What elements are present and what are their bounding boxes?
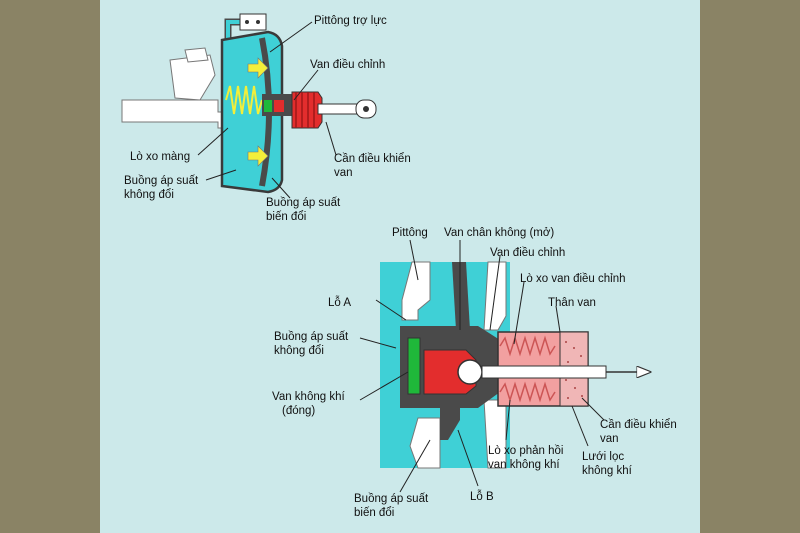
- bottom-label-var-chamber-1: Buồng áp suất: [354, 493, 429, 505]
- bottom-label-valve-rod-2: van: [600, 433, 619, 445]
- bottom-control-valve-spring: [499, 335, 556, 357]
- bottom-valve-diagram: Pittông Van chân không (mở) Van điều chỉ…: [272, 227, 677, 519]
- bottom-label-var-chamber-2: biến đổi: [354, 507, 394, 519]
- top-label-control-valve: Van điều chỉnh: [310, 59, 385, 71]
- top-master-cylinder: [121, 47, 239, 129]
- bottom-label-air-return-spring-2: van không khí: [488, 459, 560, 471]
- bottom-label-vacuum-valve: Van chân không (mở): [444, 227, 554, 239]
- top-diaphragm-spring: [225, 85, 263, 115]
- right-margin-bar: [700, 0, 800, 533]
- bottom-label-control-valve-spring: Lò xo van điều chỉnh: [520, 273, 626, 285]
- bottom-label-const-chamber-1: Buồng áp suất: [274, 331, 349, 343]
- left-margin-bar: [0, 0, 100, 533]
- bottom-air-valve-seal: [407, 337, 421, 395]
- bottom-label-valve-rod-1: Cần điều khiển: [600, 419, 677, 431]
- bottom-air-return-spring: [499, 381, 556, 403]
- top-label-var-chamber-2: biến đổi: [266, 211, 306, 223]
- bottom-valve-rod: [481, 365, 607, 379]
- bottom-leader-lines: [359, 239, 605, 493]
- top-leader-lines: [197, 21, 337, 199]
- top-label-const-chamber-1: Buồng áp suất: [124, 175, 199, 187]
- bottom-label-air-valve-2: (đóng): [282, 405, 315, 417]
- bottom-plunger: [423, 349, 477, 395]
- bottom-plunger-ball: [457, 359, 483, 385]
- bottom-label-const-chamber-2: không đổi: [274, 345, 324, 357]
- top-booster-diagram: Pittông trợ lực Van điều chỉnh Lò xo màn…: [121, 13, 411, 223]
- top-label-valve-rod-1: Cần điều khiển: [334, 153, 411, 165]
- top-label-var-chamber-1: Buồng áp suất: [266, 197, 341, 209]
- bottom-label-air-valve-1: Van không khí: [272, 391, 345, 403]
- bottom-label-air-filter-1: Lưới lọc: [582, 451, 624, 463]
- top-label-piston: Pittông trợ lực: [314, 15, 387, 27]
- bottom-label-air-filter-2: không khí: [582, 465, 633, 477]
- bottom-label-valve-body: Thân van: [548, 297, 596, 309]
- bottom-label-control-valve: Van điều chỉnh: [490, 247, 565, 259]
- top-label-const-chamber-2: không đổi: [124, 189, 174, 201]
- top-label-valve-rod-2: van: [334, 167, 353, 179]
- top-pressure-arrows: [247, 57, 269, 167]
- top-valve-rod: [317, 99, 377, 119]
- bottom-label-piston: Pittông: [392, 227, 428, 239]
- bottom-label-port-a: Lỗ A: [328, 296, 351, 309]
- bottom-label-air-return-spring-1: Lò xo phản hồi: [488, 445, 563, 457]
- bottom-label-port-b: Lỗ B: [470, 490, 494, 503]
- bottom-piston: [401, 261, 507, 469]
- top-valve-body: [262, 91, 323, 129]
- top-label-diaphragm-spring: Lò xo màng: [130, 151, 190, 163]
